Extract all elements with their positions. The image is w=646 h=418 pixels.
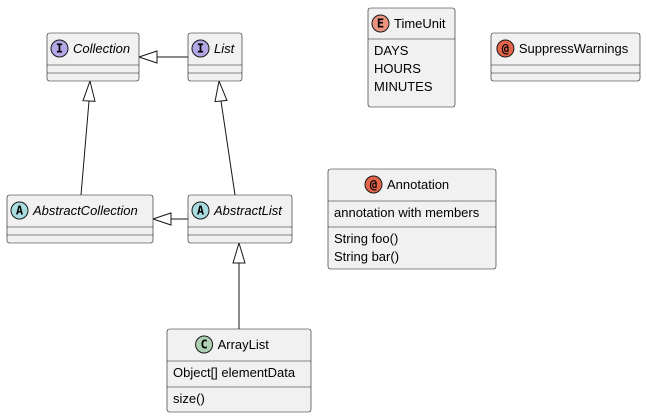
enum-badge-icon — [371, 14, 390, 33]
inheritance-arrowhead-icon — [151, 212, 172, 226]
class-box-background — [187, 194, 293, 244]
abstract-badge-icon — [10, 201, 29, 220]
interface-badge-icon — [191, 39, 210, 58]
class-badge-icon — [195, 335, 214, 354]
class-name: SuppressWarnings — [519, 41, 629, 56]
badge-letter: I — [197, 42, 204, 56]
class-name: List — [214, 41, 236, 56]
badge-letter: E — [377, 17, 384, 31]
inheritance-arrowhead-icon — [82, 79, 96, 102]
class-box-background — [490, 32, 641, 82]
attribute: Object[] elementData — [173, 365, 296, 380]
badge-letter: I — [56, 42, 63, 56]
class-name: Annotation — [387, 177, 449, 192]
relation-abstractlist-to-abstractcollection — [151, 212, 188, 226]
class-box-background — [327, 168, 497, 270]
class-name: Collection — [73, 41, 130, 56]
badge-letter: A — [197, 204, 205, 218]
class-box-abstractcollection[interactable]: A AbstractCollection — [6, 194, 154, 244]
badge-letter: @ — [502, 42, 509, 56]
attribute: DAYS — [374, 43, 409, 58]
method: size() — [173, 391, 205, 406]
class-name: AbstractCollection — [32, 203, 138, 218]
annotation-badge-icon — [496, 39, 515, 58]
badge-letter: C — [200, 338, 207, 352]
inheritance-arrowhead-icon — [232, 241, 246, 264]
class-box-collection[interactable]: I Collection — [46, 32, 140, 82]
abstract-badge-icon — [191, 201, 210, 220]
inheritance-arrowhead-icon — [214, 79, 228, 103]
attribute: HOURS — [374, 61, 421, 76]
class-box-annotation[interactable]: @ Annotation annotation with membersString… — [327, 168, 497, 270]
class-box-abstractlist[interactable]: A AbstractList — [187, 194, 293, 244]
class-box-background — [6, 194, 154, 244]
inheritance-arrowhead-icon — [137, 50, 158, 64]
class-box-list[interactable]: I List — [187, 32, 243, 82]
class-box-background — [46, 32, 140, 82]
relation-abstractlist-to-list — [214, 79, 236, 196]
class-name: TimeUnit — [394, 16, 446, 31]
attribute: MINUTES — [374, 79, 433, 94]
relation-abstractcollection-to-collection — [80, 79, 96, 196]
badge-letter: @ — [370, 178, 377, 192]
method: String bar() — [334, 249, 399, 264]
relation-list-to-collection — [137, 50, 188, 64]
relation-arraylist-to-abstractlist — [232, 241, 246, 329]
annotation-badge-icon — [364, 175, 383, 194]
interface-badge-icon — [50, 39, 69, 58]
class-name: ArrayList — [218, 337, 270, 352]
relation-line — [80, 100, 90, 196]
class-name: AbstractList — [213, 203, 283, 218]
badge-letter: A — [16, 204, 24, 218]
class-box-suppresswarnings[interactable]: @ SuppressWarnings — [490, 32, 641, 82]
attribute: annotation with members — [334, 205, 480, 220]
relations-layer — [80, 50, 246, 329]
class-box-background — [367, 7, 456, 108]
method: String foo() — [334, 231, 398, 246]
relation-line — [220, 100, 236, 196]
